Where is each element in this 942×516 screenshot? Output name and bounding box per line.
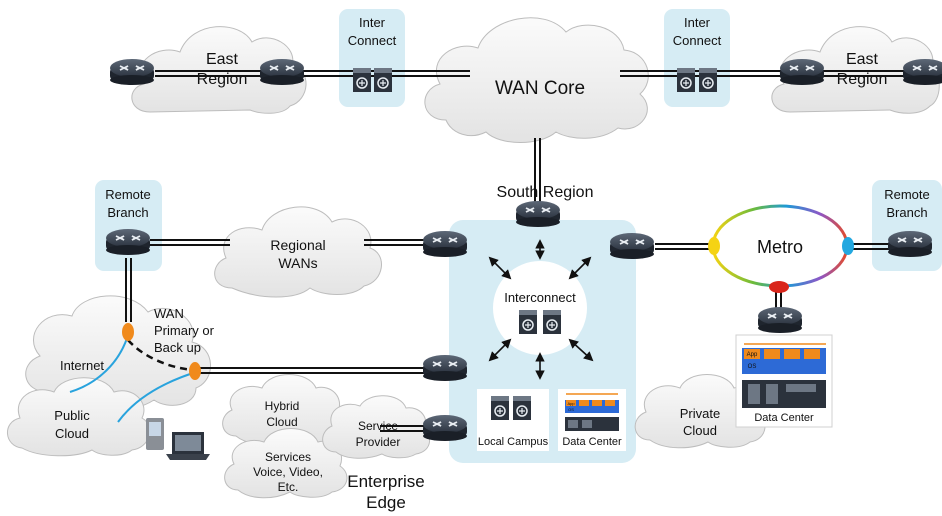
service-provider-label-2: Provider [356, 435, 401, 449]
remote-branch-left-label-2: Branch [107, 205, 148, 220]
regional-wans-label-2: WANs [278, 255, 317, 271]
data-center-right-label: Data Center [754, 412, 814, 424]
router-icon [422, 354, 468, 382]
inter-connect-left-label-1: Inter [359, 15, 386, 30]
router-icon [757, 306, 803, 334]
south-region-label: South Region [497, 184, 594, 201]
east-region-right-cloud [771, 26, 940, 114]
server-rack-icon [565, 393, 619, 431]
public-cloud-label-2: Cloud [55, 426, 89, 441]
router-icon [515, 200, 561, 228]
switch-icon [512, 395, 532, 421]
metro-red-node [769, 281, 789, 293]
public-cloud [7, 377, 151, 457]
internet-link [69, 331, 130, 393]
hybrid-cloud-label-1: Hybrid [265, 399, 300, 413]
remote-branch-right-label-2: Branch [886, 205, 927, 220]
east-region-right-label-2: Region [837, 71, 888, 88]
server-rack-icon [742, 343, 826, 408]
private-cloud-label-1: Private [680, 406, 720, 421]
public-cloud-label-1: Public [54, 408, 90, 423]
switch-icon [373, 67, 393, 93]
switch-icon [352, 67, 372, 93]
east-region-right-label-1: East [846, 51, 879, 68]
os-tag-label: OS [748, 364, 757, 370]
internet-label: Internet [60, 358, 104, 373]
interconnect-hub-circle [493, 261, 587, 355]
router-icon [779, 58, 825, 86]
router-icon [902, 58, 942, 86]
router-icon [109, 58, 155, 86]
enterprise-edge-label-2: Edge [366, 493, 406, 512]
private-cloud-label-2: Cloud [683, 423, 717, 438]
service-provider-label-1: Service [358, 419, 398, 433]
pda-icon [146, 418, 164, 450]
local-campus-label: Local Campus [478, 436, 549, 448]
switch-icon [676, 67, 696, 93]
laptop-icon [166, 432, 210, 460]
data-center-hub-label: Data Center [562, 436, 622, 448]
wan-primary-label-2: Primary or [154, 323, 215, 338]
service-provider-cloud [322, 395, 431, 459]
wan-core-cloud [424, 17, 649, 143]
remote-branch-left-label-1: Remote [105, 187, 151, 202]
router-icon [609, 232, 655, 260]
router-icon [422, 414, 468, 442]
os-tag-label: OS [568, 407, 574, 412]
east-region-left-label-2: Region [197, 71, 248, 88]
enterprise-edge-label-1: Enterprise [347, 472, 424, 491]
switch-icon [542, 309, 562, 335]
wan-primary-label-1: WAN [154, 306, 184, 321]
switch-icon [518, 309, 538, 335]
public-cloud-link [117, 372, 194, 423]
services-label-1: Services [265, 450, 311, 464]
wan-orange-node-bottom [189, 362, 201, 380]
wan-backup-dashed-link [127, 339, 195, 372]
remote-branch-right-label-1: Remote [884, 187, 930, 202]
services-label-2: Voice, Video, [253, 465, 323, 479]
hybrid-cloud-label-2: Cloud [266, 415, 297, 429]
inter-connect-left-label-2: Connect [348, 33, 397, 48]
east-region-left-label-1: East [206, 51, 239, 68]
router-icon [105, 228, 151, 256]
switch-icon [490, 395, 510, 421]
metro-yellow-node [708, 237, 720, 255]
regional-wans-label-1: Regional [270, 237, 325, 253]
metro-blue-node [842, 237, 854, 255]
inter-connect-right-label-2: Connect [673, 33, 722, 48]
router-icon [887, 230, 933, 258]
wan-orange-node-top [122, 323, 134, 341]
metro-label: Metro [757, 237, 803, 257]
wan-core-label: WAN Core [495, 78, 585, 99]
switch-icon [698, 67, 718, 93]
interconnect-hub-label: Interconnect [504, 290, 576, 305]
arrow-icon [488, 239, 594, 380]
app-tag-label: App [567, 401, 575, 406]
inter-connect-right-label-1: Inter [684, 15, 711, 30]
wan-primary-label-3: Back up [154, 340, 201, 355]
services-label-3: Etc. [278, 480, 299, 494]
router-icon [422, 230, 468, 258]
app-tag-label: App [747, 352, 758, 358]
router-icon [259, 58, 305, 86]
